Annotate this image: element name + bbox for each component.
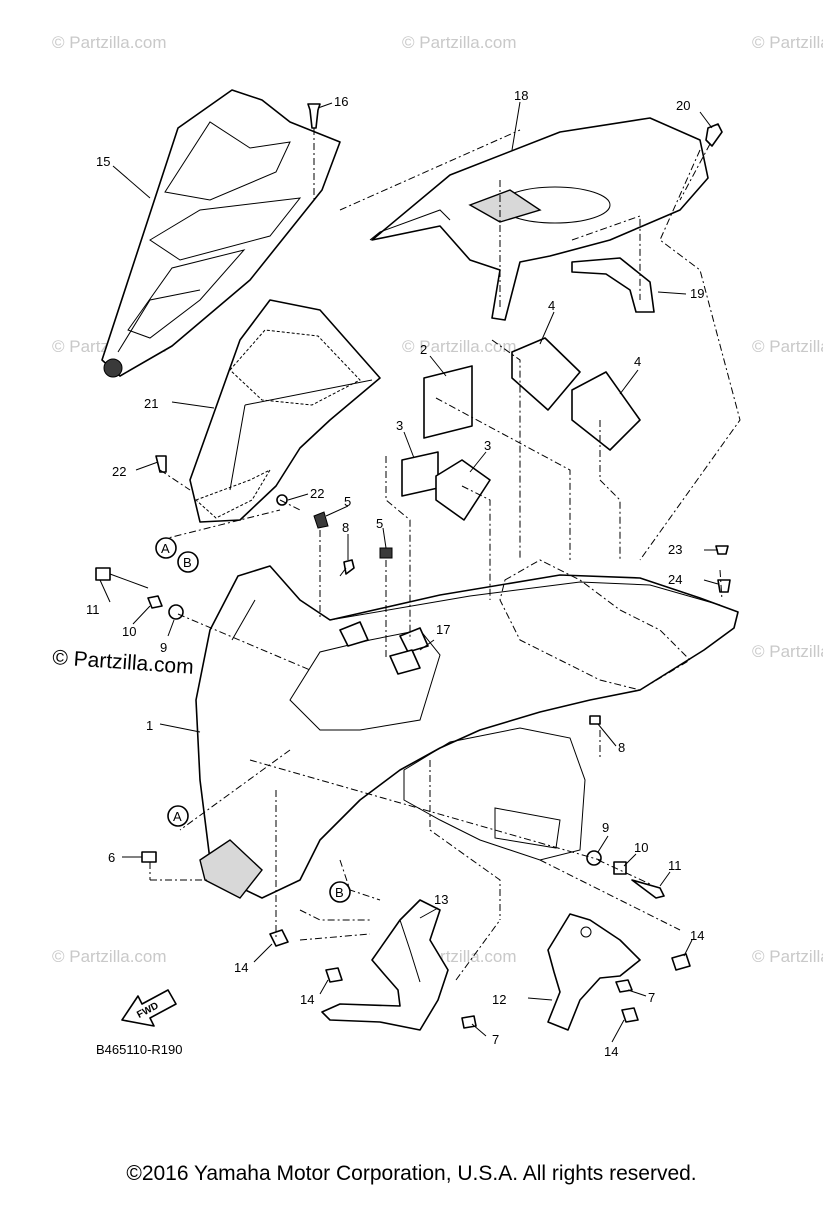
watermark: © Partzilla.com — [752, 337, 823, 356]
part-bracket — [339, 621, 429, 675]
callout-10: 10 — [122, 624, 136, 639]
callout-2: 2 — [420, 342, 427, 357]
forward-direction-arrow: FWD — [121, 989, 177, 1027]
callout-7: 7 — [492, 1032, 499, 1047]
callout-24: 24 — [668, 572, 682, 587]
callout-22: 22 — [112, 464, 126, 479]
part-front-fender — [195, 559, 739, 899]
part-strip — [571, 257, 655, 313]
part-front-top-cover — [101, 89, 341, 378]
fasteners — [95, 103, 731, 1029]
ref-mark-b: B — [183, 555, 192, 570]
callout-9: 9 — [602, 820, 609, 835]
callout-19: 19 — [690, 286, 704, 301]
callout-1: 1 — [146, 718, 153, 733]
part-left-bracket — [321, 899, 449, 1031]
callout-9: 9 — [160, 640, 167, 655]
callout-14: 14 — [300, 992, 314, 1007]
watermark: © Partzilla.com — [52, 33, 167, 52]
callout-21: 21 — [144, 396, 158, 411]
watermark-large: © Partzilla.com — [52, 646, 195, 679]
callout-5: 5 — [344, 494, 351, 509]
leader-lines — [99, 101, 719, 1043]
callout-14: 14 — [604, 1044, 618, 1059]
callout-8: 8 — [342, 520, 349, 535]
watermark: © Partzilla.com — [52, 947, 167, 966]
diagram-code: B465110-R190 — [96, 1042, 183, 1057]
callout-15: 15 — [96, 154, 110, 169]
part-right-bracket — [547, 913, 641, 1031]
callout-3: 3 — [396, 418, 403, 433]
watermark: © Partzilla.com — [402, 337, 517, 356]
callout-8: 8 — [618, 740, 625, 755]
callout-23: 23 — [668, 542, 682, 557]
part-headlight-grille — [189, 299, 381, 523]
callout-17: 17 — [436, 622, 450, 637]
callout-10: 10 — [634, 840, 648, 855]
callout-20: 20 — [676, 98, 690, 113]
callout-14: 14 — [690, 928, 704, 943]
part-clips — [313, 511, 393, 559]
part-rear-cover — [369, 117, 709, 321]
callout-13: 13 — [434, 892, 448, 907]
callout-14: 14 — [234, 960, 248, 975]
callout-4: 4 — [548, 298, 555, 313]
reference-marks: A B A B — [155, 537, 351, 903]
copyright-notice: ©2016 Yamaha Motor Corporation, U.S.A. A… — [126, 1162, 697, 1185]
callout-4: 4 — [634, 354, 641, 369]
callouts: 15 16 18 20 19 2 4 4 3 3 21 22 22 5 5 8 … — [86, 88, 704, 1059]
callout-11: 11 — [86, 602, 100, 617]
callout-16: 16 — [334, 94, 348, 109]
callout-18: 18 — [514, 88, 528, 103]
ref-mark-a: A — [173, 809, 182, 824]
assembly-guides — [149, 128, 741, 981]
callout-11: 11 — [668, 858, 682, 873]
ref-mark-b: B — [335, 885, 344, 900]
callout-3: 3 — [484, 438, 491, 453]
ref-mark-a: A — [161, 541, 170, 556]
callout-5: 5 — [376, 516, 383, 531]
callout-12: 12 — [492, 992, 506, 1007]
callout-6: 6 — [108, 850, 115, 865]
watermark: © Partzilla.com — [752, 642, 823, 661]
callout-7: 7 — [648, 990, 655, 1005]
watermark: © Partzilla.com — [402, 33, 517, 52]
callout-22: 22 — [310, 486, 324, 501]
watermark: © Partzilla.com — [752, 33, 823, 52]
part-pads — [401, 337, 641, 521]
watermark: © Partzilla.com — [752, 947, 823, 966]
